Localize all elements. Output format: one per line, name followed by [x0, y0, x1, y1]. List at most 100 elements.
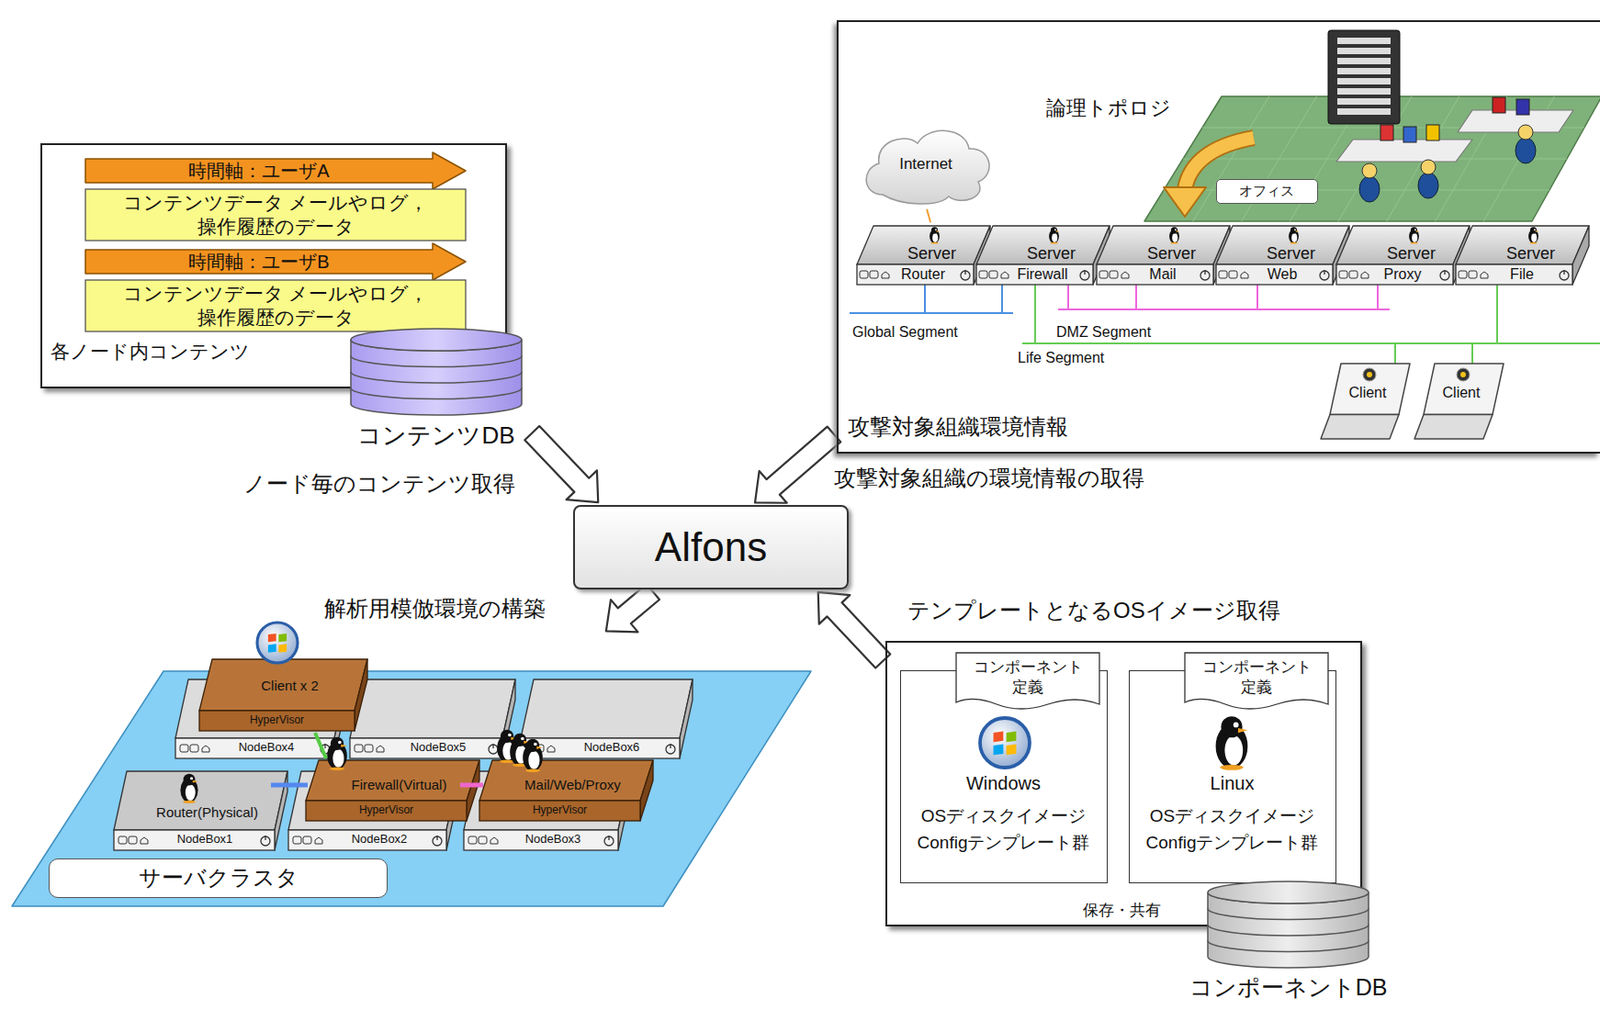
- penguin-beak: [936, 230, 940, 233]
- node-label: Client: [1339, 383, 1397, 403]
- penguin-belly: [1411, 233, 1418, 243]
- database-cylinder-shapes: [350, 328, 522, 416]
- plate-icon: [1109, 270, 1118, 279]
- node-label: コンポーネント 定義: [957, 657, 1098, 699]
- edge-label: 解析用模倣環境の構築: [321, 595, 549, 623]
- annotation-label: Life Segment: [1017, 349, 1105, 368]
- power-button: [1200, 270, 1210, 281]
- laptop-screen: [1329, 363, 1410, 415]
- plate-icon: [292, 836, 302, 845]
- windows-logo: [980, 718, 1030, 768]
- cylinder-band: [350, 388, 522, 400]
- penguin-icon: [929, 226, 940, 244]
- cluster-link: [315, 732, 327, 759]
- penguin-belly: [932, 233, 938, 243]
- node-label: Server: [992, 243, 1110, 265]
- penguin-belly: [332, 749, 344, 768]
- penguin-belly: [1291, 233, 1297, 243]
- plate-icon: [1121, 271, 1129, 279]
- node-sublabel: NodeBox1: [154, 832, 256, 847]
- plate-icon: [364, 744, 373, 753]
- hypervisor-box-shapes: [479, 730, 654, 822]
- node-label: Internet: [856, 154, 995, 174]
- server-box-shapes: [1455, 225, 1589, 285]
- penguin-head: [330, 737, 344, 751]
- client-logo: [1363, 368, 1376, 382]
- box-front: [305, 800, 467, 822]
- penguin-eye: [1414, 228, 1417, 231]
- plate-icon: [859, 270, 868, 279]
- server-cluster: サーバクラスタNodeBox4NodeBox5NodeBox6Router(Ph…: [11, 633, 812, 910]
- logo-pane: [268, 643, 277, 653]
- penguin-feet: [1530, 242, 1538, 245]
- penguin-icon: [1216, 716, 1249, 771]
- box-side: [1572, 225, 1589, 285]
- content-box-shapes: [85, 280, 466, 332]
- penguin-icon: [1408, 226, 1420, 244]
- penguin-feet: [525, 768, 541, 773]
- environment-panel-shapes: [849, 30, 1600, 364]
- node-label: Client x 2: [212, 677, 368, 696]
- server-box-shapes: [976, 225, 1110, 285]
- plate-icon: [979, 270, 988, 279]
- node-sublabel: File: [1483, 265, 1561, 284]
- penguin-feet: [1410, 242, 1419, 245]
- office-person: [1420, 159, 1436, 175]
- life-segment: [1496, 284, 1499, 344]
- dmz-segment: [1256, 284, 1259, 310]
- desk-item: [1403, 126, 1417, 143]
- cylinder-band: [350, 356, 522, 368]
- plate-icon: [881, 271, 890, 279]
- node-box-shapes: [520, 679, 693, 759]
- server-rack: [1328, 30, 1400, 124]
- database-cylinder: コンポーネントDB: [1180, 881, 1397, 1018]
- box-front: [113, 830, 275, 851]
- penguin-head: [500, 730, 514, 744]
- office-person: [1418, 172, 1439, 199]
- logo-pane: [993, 732, 1004, 744]
- rack-unit: [1337, 98, 1391, 105]
- power-button: [1319, 270, 1330, 281]
- client-laptop-art: [1419, 363, 1508, 441]
- global-segment: [849, 312, 1014, 315]
- node-box-shapes: [349, 679, 516, 759]
- penguin-icon: [326, 737, 348, 771]
- node-box-shapes: [113, 771, 288, 851]
- plate-icon: [1228, 270, 1238, 279]
- cluster-floor: [11, 671, 812, 907]
- box-side: [640, 760, 654, 822]
- plate-icon: [989, 270, 998, 279]
- penguin-icon: [1288, 226, 1299, 244]
- cluster-link: [460, 783, 484, 789]
- box-front: [479, 800, 641, 822]
- node-label: 攻撃対象組織環境情報: [847, 413, 1151, 441]
- timeline-arrow: 時間軸：ユーザA: [85, 152, 466, 190]
- box-top: [349, 679, 516, 739]
- dmz-segment: [1067, 284, 1070, 310]
- node-sublabel: OSディスクイメージ Configテンプレート群: [1131, 803, 1333, 857]
- power-button: [1204, 270, 1206, 275]
- internet-cloud: Internet: [856, 121, 995, 206]
- cylinder-band: [1207, 924, 1369, 936]
- plate-icon: [180, 744, 189, 753]
- timeline-arrow-shapes: [85, 243, 466, 281]
- plate-icon: [1240, 271, 1249, 279]
- node-sublabel: OSディスクイメージ Configテンプレート群: [902, 803, 1105, 857]
- penguin-icon: [1048, 226, 1060, 244]
- node-sublabel: Proxy: [1363, 265, 1442, 284]
- plate-icon: [490, 837, 498, 845]
- penguin-beak: [1535, 230, 1539, 233]
- power-button: [1080, 270, 1090, 281]
- power-button: [604, 836, 614, 846]
- server-box: ServerMail: [1096, 225, 1230, 285]
- box-front: [1455, 264, 1573, 285]
- plate-icon: [1349, 270, 1358, 279]
- penguin-beak: [1056, 230, 1060, 233]
- node-box: NodeBox5: [349, 679, 516, 759]
- server-box: ServerFile: [1455, 225, 1589, 285]
- hypervisor-box: Firewall(Virtual)HyperVisor: [305, 725, 480, 822]
- edge-label: テンプレートとなるOSイメージ取得: [904, 597, 1284, 625]
- penguin-icon: [180, 774, 198, 804]
- box-side: [466, 760, 480, 822]
- plate-icon: [315, 837, 323, 845]
